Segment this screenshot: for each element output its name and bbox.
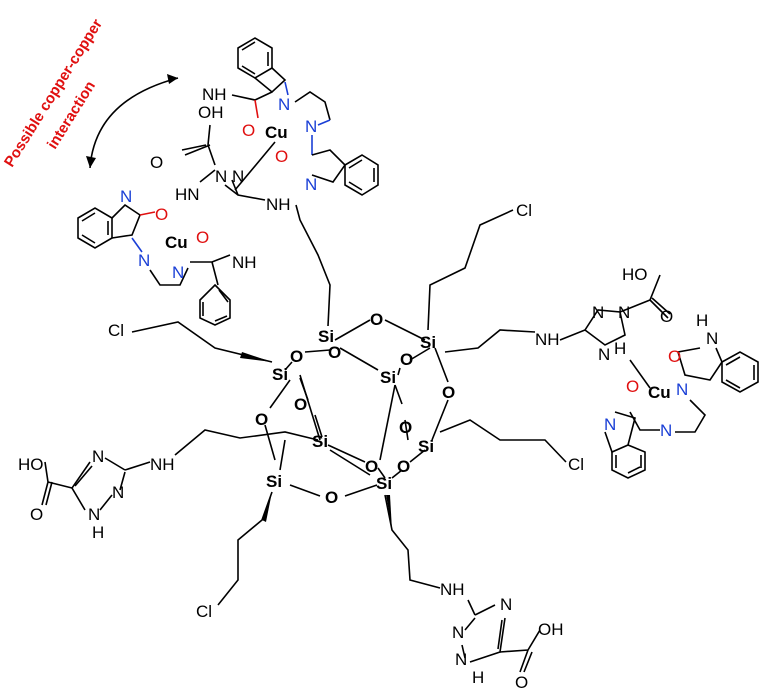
atom-o: O: [442, 383, 455, 402]
atom-oh: OH: [198, 103, 224, 122]
copper-complex-right: H N O N Cu O N N: [604, 311, 759, 479]
chloropropyl-arm-bottom: Cl: [196, 491, 273, 621]
atom-nh: NH: [232, 253, 257, 272]
propyl-linker-left: [174, 429, 319, 456]
atom-cu: Cu: [265, 123, 288, 142]
atom-ho: HO: [622, 265, 648, 284]
atom-n: N: [305, 175, 317, 194]
atom-n: N: [660, 421, 672, 440]
atom-n: N: [618, 303, 630, 322]
atom-h: H: [614, 339, 626, 358]
triazole-acid-bottom: NH N N N H OH O: [440, 580, 564, 690]
atom-n: N: [138, 251, 150, 270]
atom-si: Si: [318, 327, 334, 346]
atom-n: N: [598, 345, 610, 364]
atom-n: N: [120, 187, 132, 206]
propyl-linker-top: [295, 204, 331, 327]
atom-o: O: [399, 418, 412, 437]
atom-cl: Cl: [108, 321, 124, 340]
triazole-bridge-top: OH O N HN N NH: [150, 103, 291, 214]
triazole-acid-bottom-left: NH N N N H HO O: [18, 447, 175, 542]
arrow-head-bottom: [86, 156, 96, 168]
atom-cu: Cu: [165, 233, 188, 252]
atom-cl: Cl: [516, 201, 532, 220]
atom-o: O: [328, 343, 341, 362]
atom-o: O: [294, 395, 307, 414]
atom-si: Si: [380, 368, 396, 387]
copper-interaction-annotation: Possible copper-copper interaction: [1, 16, 179, 170]
atom-n: N: [278, 95, 290, 114]
atom-n: N: [455, 650, 467, 669]
atom-o: O: [30, 505, 43, 524]
atom-o: O: [400, 350, 413, 369]
atom-nh: NH: [535, 330, 560, 349]
atom-o: O: [626, 377, 639, 396]
atom-n: N: [706, 329, 718, 348]
atom-n: N: [92, 447, 104, 466]
atom-cl: Cl: [568, 455, 584, 474]
atom-o: O: [150, 153, 163, 172]
arrow-head-top: [167, 74, 178, 84]
atom-n: N: [676, 380, 688, 399]
atom-h: H: [472, 668, 484, 687]
atom-si: Si: [420, 333, 436, 352]
atom-n: N: [112, 483, 124, 502]
atom-n: N: [88, 505, 100, 524]
propyl-linker-right: [444, 329, 536, 353]
triazole-bridge-right: NH N N N H HO O: [535, 265, 673, 364]
atom-h: H: [92, 523, 104, 542]
atom-o: O: [515, 673, 528, 690]
atom-cu: Cu: [648, 383, 671, 402]
curved-double-arrow: [89, 77, 179, 169]
atom-si: Si: [312, 432, 328, 451]
atom-o: O: [155, 205, 168, 224]
atom-n: N: [172, 263, 184, 282]
atom-nh: NH: [202, 85, 227, 104]
atom-n: N: [215, 167, 227, 186]
atom-si: Si: [376, 474, 392, 493]
chloropropyl-arm-top: Cl: [427, 201, 532, 331]
atom-n: N: [452, 623, 464, 642]
propyl-linker-bottom: [384, 494, 441, 589]
atom-o: O: [668, 347, 681, 366]
atom-nh: NH: [440, 580, 465, 599]
atom-o: O: [370, 310, 383, 329]
atom-n: N: [500, 595, 512, 614]
silsesquioxane-cage: Si Si Si Si Si Si Si Si O O O O O O O O …: [255, 310, 455, 507]
atom-si: Si: [266, 472, 282, 491]
chloropropyl-arm-left: Cl: [108, 321, 273, 363]
atom-nh: NH: [266, 195, 291, 214]
atom-o: O: [325, 488, 338, 507]
atom-o: O: [660, 307, 673, 326]
atom-o: O: [196, 228, 209, 247]
atom-hn: HN: [175, 185, 200, 204]
atom-si: Si: [418, 437, 434, 456]
atom-n: N: [305, 117, 317, 136]
atom-nh: NH: [150, 455, 175, 474]
atom-n: N: [592, 303, 604, 322]
atom-o: O: [242, 121, 255, 140]
chloropropyl-arm-right: Cl: [439, 419, 584, 474]
atom-o: O: [397, 457, 410, 476]
atom-o: O: [255, 410, 268, 429]
atom-si: Si: [272, 365, 288, 384]
atom-n: N: [604, 415, 616, 434]
atom-n: N: [232, 167, 244, 186]
atom-o: O: [275, 147, 288, 166]
atom-ho: HO: [18, 455, 44, 474]
atom-cl: Cl: [196, 602, 212, 621]
atom-h: H: [696, 311, 708, 330]
atom-o: O: [365, 457, 378, 476]
atom-oh: OH: [538, 620, 564, 639]
copper-complex-top: NH N N O Cu O N: [202, 37, 379, 196]
atom-o: O: [290, 347, 303, 366]
copper-complex-left: N O Cu O N N NH: [77, 187, 257, 326]
